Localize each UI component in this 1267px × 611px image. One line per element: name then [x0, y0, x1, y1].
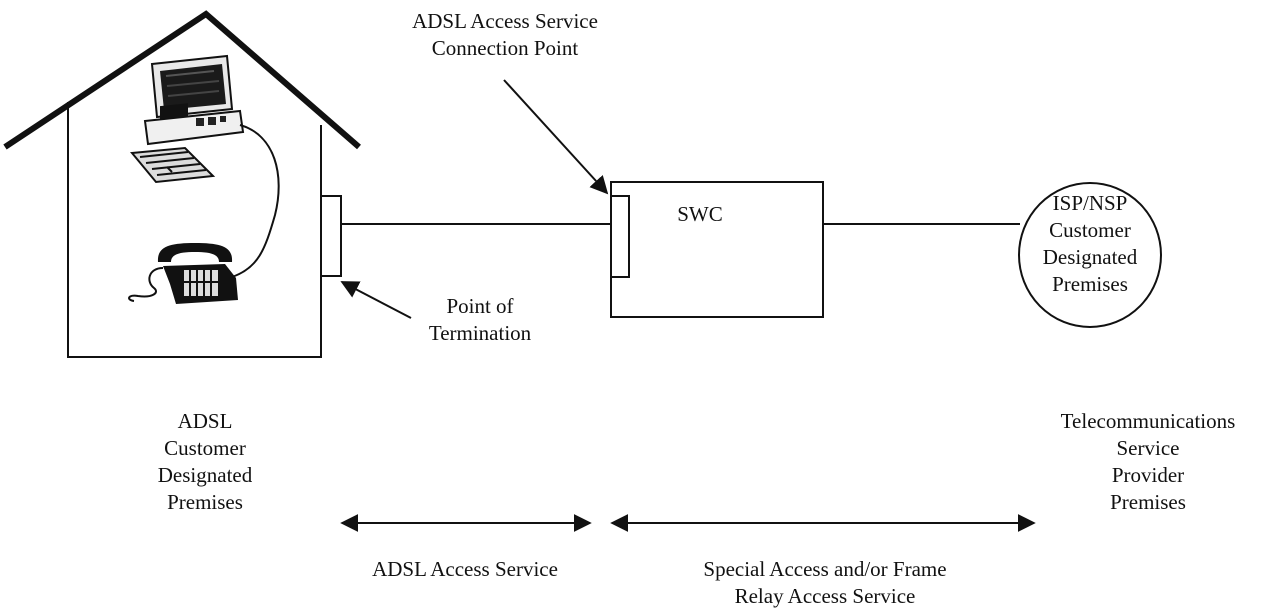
telephone-icon: [128, 243, 238, 304]
telecom-premises-label: Telecommunications Service Provider Prem…: [1033, 408, 1263, 516]
house-roof: [3, 10, 361, 150]
termination-pointer: [340, 281, 412, 319]
customer-premises-line-2: Customer: [164, 436, 246, 460]
customer-premises-label: ADSL Customer Designated Premises: [130, 408, 280, 516]
house-walls: [67, 102, 322, 358]
termination-box: [320, 195, 342, 277]
special-access-line-2: Relay Access Service: [734, 584, 916, 608]
termination-line-1: Point of: [446, 294, 514, 318]
connection-point-line-2: Connection Point: [431, 36, 579, 60]
termination-label: Point of Termination: [405, 293, 555, 347]
connection-point-pointer: [503, 79, 609, 195]
telecom-line-4: Premises: [1110, 490, 1186, 514]
connection-point-label: ADSL Access Service Connection Point: [380, 8, 630, 62]
adsl-access-service-label: ADSL Access Service: [372, 557, 558, 581]
special-access-label: Special Access and/or Frame Relay Access…: [640, 556, 1010, 610]
connection-point-line-1: ADSL Access Service: [412, 9, 598, 33]
telecom-line-3: Provider: [1111, 463, 1185, 487]
isp-line-2: Customer: [1049, 218, 1131, 242]
swc-label: SWC: [677, 202, 723, 226]
isp-label: ISP/NSP Customer Designated Premises: [1030, 190, 1150, 298]
customer-premises-line-3: Designated: [157, 463, 253, 487]
special-access-line-1: Special Access and/or Frame: [703, 557, 947, 581]
isp-line-4: Premises: [1052, 272, 1128, 296]
isp-line-3: Designated: [1042, 245, 1138, 269]
telecom-line-2: Service: [1116, 436, 1180, 460]
isp-line-1: ISP/NSP: [1052, 191, 1128, 215]
termination-line-2: Termination: [428, 321, 532, 345]
connection-point-box: [610, 195, 630, 278]
computer-icon: [130, 54, 280, 278]
customer-premises-line-1: ADSL: [177, 409, 233, 433]
telecom-line-1: Telecommunications: [1060, 409, 1236, 433]
customer-premises-line-4: Premises: [167, 490, 243, 514]
swc-box: [610, 181, 824, 318]
isp-circle: [1018, 182, 1162, 328]
